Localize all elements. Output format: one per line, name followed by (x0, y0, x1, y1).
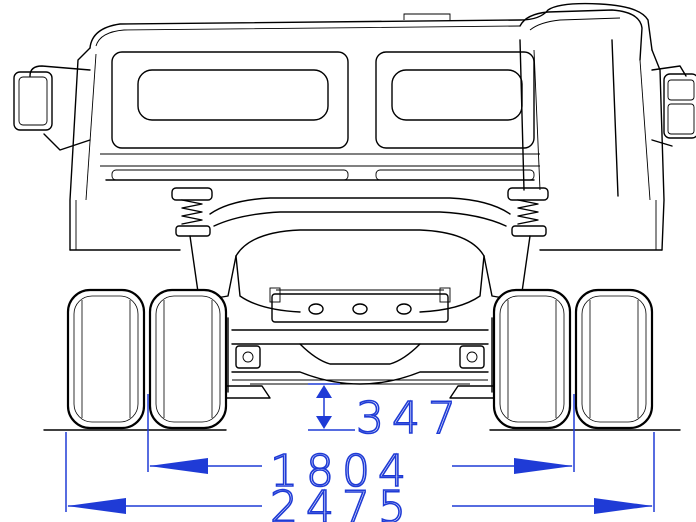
rear-axle-assembly (171, 187, 549, 399)
right-spring (507, 187, 549, 237)
rear-track-value: 1804 (270, 446, 414, 497)
left-spring (171, 187, 213, 237)
left-outer-wheel (66, 288, 146, 430)
rear-track-dimension: 1804 (147, 394, 575, 498)
right-outer-wheel (574, 288, 654, 430)
ground-clearance-dimension: 347 (308, 383, 464, 445)
overall-width-dimension: 2475 (65, 432, 655, 522)
left-mirror (13, 65, 91, 151)
left-inner-wheel (148, 288, 228, 430)
right-mirror (651, 65, 696, 147)
cab-body (69, 2, 665, 251)
overall-width-value: 2475 (270, 482, 414, 522)
right-inner-wheel (492, 288, 572, 430)
ground-clearance-value: 347 (356, 393, 464, 444)
